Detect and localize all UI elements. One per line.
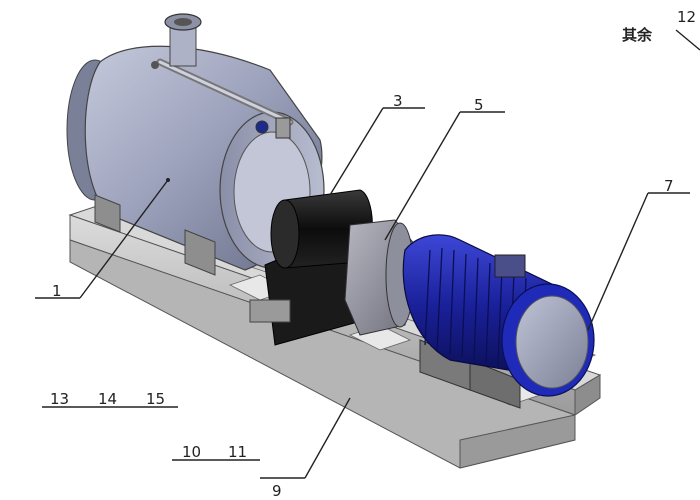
callout-1: 1	[52, 282, 62, 300]
leader-lines	[35, 29, 700, 479]
callout-12: 12	[677, 8, 696, 26]
callout-13: 13	[50, 390, 69, 408]
callout-14: 14	[98, 390, 117, 408]
callout-9: 9	[272, 482, 282, 500]
callout-7: 7	[664, 177, 674, 195]
callout-15: 15	[146, 390, 165, 408]
callout-11: 11	[228, 443, 247, 461]
callout-10: 10	[182, 443, 201, 461]
electric-motor	[402, 234, 595, 409]
callout-5: 5	[474, 96, 484, 114]
tank-vessel	[66, 13, 325, 276]
note-rest: 其余	[622, 26, 653, 44]
callout-labels: 1 3 5 7 9 12 13 14 15 10 11 其余	[50, 8, 696, 500]
callout-3: 3	[393, 92, 403, 110]
